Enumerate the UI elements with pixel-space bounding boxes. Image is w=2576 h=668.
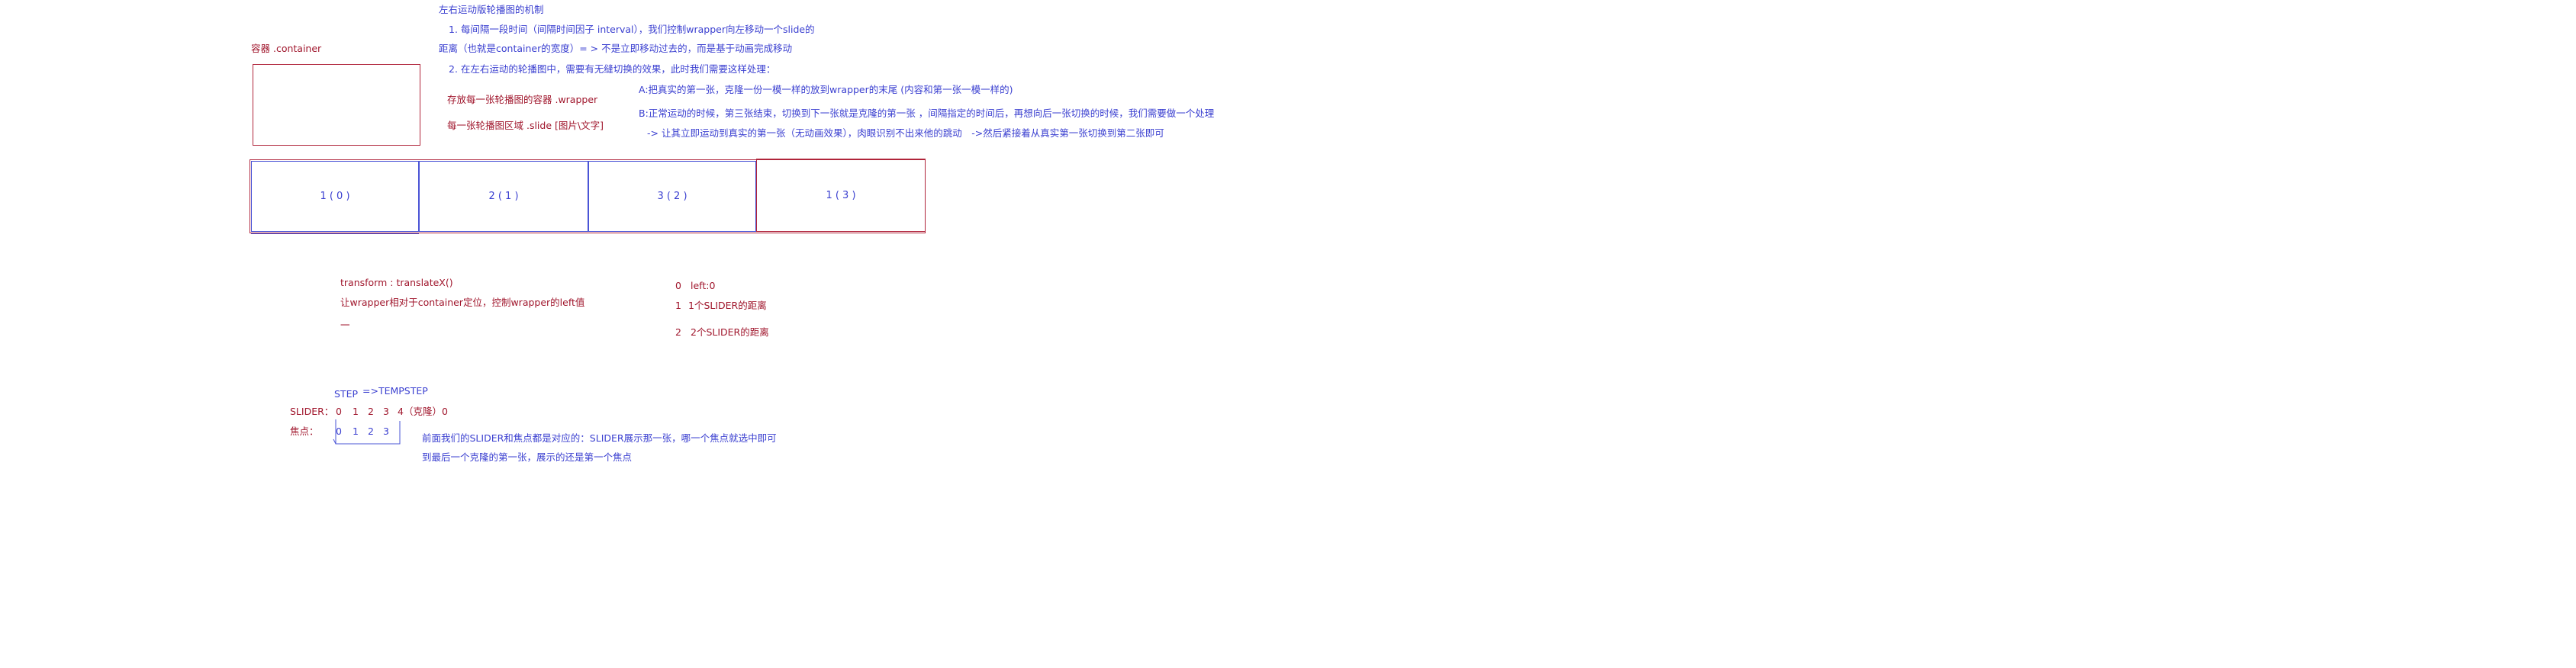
container-box: [253, 64, 420, 146]
slide-2-label: 2 ( 1 ): [488, 191, 519, 202]
slider-label: SLIDER：: [290, 406, 334, 417]
focus-value-2: 2: [368, 426, 374, 437]
wrapper-label: 存放每一张轮播图的容器 .wrapper: [447, 94, 598, 105]
slider-value-0: 0: [336, 406, 342, 417]
note-point1-line2: 距离（也就是container的宽度）= > 不是立即移动过去的，而是基于动画完…: [439, 43, 793, 54]
focus-bracket: [333, 419, 401, 445]
slider-value-3: 3: [383, 406, 389, 417]
transform-line2: 让wrapper相对于container定位，控制wrapper的left值: [340, 297, 585, 308]
mechanism-title: 左右运动版轮播图的机制: [439, 4, 544, 15]
tempstep-label: =>TEMPSTEP: [362, 385, 428, 397]
note-point-a: A:把真实的第一张，克隆一份一模一样的放到wrapper的末尾 (内容和第一张一…: [639, 84, 1013, 95]
note-point1-line1: 1. 每间隔一段时间（间隔时间因子 interval），我们控制wrapper向…: [449, 24, 815, 35]
step-label: STEP: [334, 388, 359, 400]
left-table-value-2: 2个SLIDER的距离: [691, 326, 769, 338]
focus-value-0: 0: [336, 426, 342, 437]
note-point2: 2. 在左右运动的轮播图中，需要有无缝切换的效果，此时我们需要这样处理：: [449, 63, 776, 75]
slide-2: 2 ( 1 ): [419, 161, 588, 232]
slide-clone-label: 1 ( 3 ): [826, 189, 856, 201]
left-table-index-2: 2: [675, 326, 681, 338]
note-point-b-detail: -> 让其立即运动到真实的第一张（无动画效果），肉眼识别不出来他的跳动 ->然后…: [647, 127, 1164, 139]
summary-line1: 前面我们的SLIDER和焦点都是对应的：SLIDER展示那一张，哪一个焦点就选中…: [422, 432, 777, 444]
slide-clone: 1 ( 3 ): [756, 159, 926, 232]
summary-line2: 到最后一个克隆的第一张，展示的还是第一个焦点: [422, 451, 633, 463]
slide-label: 每一张轮播图区域 .slide [图片\文字]: [447, 120, 604, 131]
note-point-b: B:正常运动的时候，第三张结束，切换到下一张就是克隆的第一张 ，间隔指定的时间后…: [639, 108, 1215, 119]
slider-value-2: 2: [368, 406, 374, 417]
wrapper-underline: [251, 231, 419, 234]
left-table-index-1: 1: [675, 300, 681, 311]
slide-3-label: 3 ( 2 ): [657, 191, 687, 202]
slide-3: 3 ( 2 ): [588, 161, 756, 232]
focus-label: 焦点：: [290, 426, 319, 437]
transform-line1: transform : translateX(): [340, 277, 453, 288]
slider-value-1: 1: [353, 406, 359, 417]
left-table-value-0: left:0: [691, 280, 716, 291]
slider-clone-note: （克隆）0: [404, 406, 448, 417]
focus-value-1: 1: [353, 426, 359, 437]
transform-dash: 一: [340, 320, 350, 331]
left-table-index-0: 0: [675, 280, 681, 291]
left-table-value-1: 1个SLIDER的距离: [688, 300, 767, 311]
container-label: 容器 .container: [251, 43, 322, 54]
slide-1: 1 ( 0 ): [251, 161, 419, 232]
slider-value-4: 4: [398, 406, 404, 417]
focus-value-3: 3: [383, 426, 389, 437]
slide-1-label: 1 ( 0 ): [320, 191, 350, 202]
